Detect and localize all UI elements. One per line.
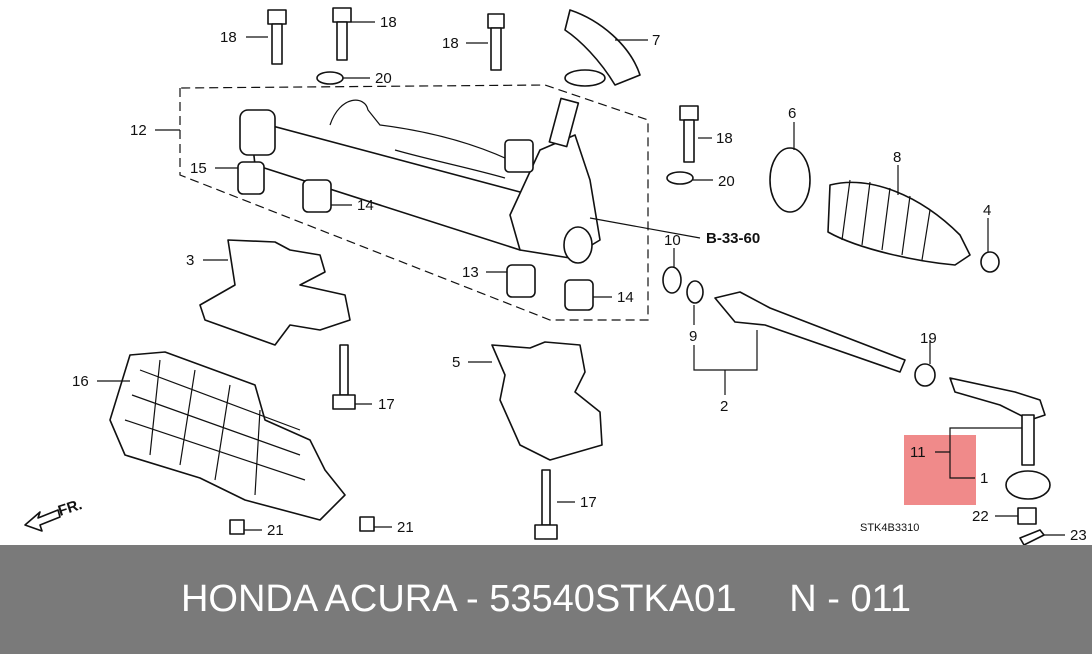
drawing-code: STK4B3310 bbox=[860, 522, 919, 534]
bushing-14-b bbox=[564, 279, 594, 311]
footer-caption: HONDA ACURA - 53540STKA01 N - 011 bbox=[0, 545, 1092, 654]
callout-18-c: 18 bbox=[442, 35, 459, 52]
callout-3: 3 bbox=[186, 252, 194, 269]
diagram-position: N - 011 bbox=[789, 578, 912, 620]
washer-20-a bbox=[316, 71, 344, 85]
bolt-17-a bbox=[332, 344, 356, 410]
brand-name: HONDA ACURA bbox=[180, 578, 456, 620]
callout-21-a: 21 bbox=[267, 522, 284, 539]
front-arrow-icon bbox=[24, 509, 61, 532]
assembly-outline bbox=[179, 84, 649, 321]
bolt-18-c bbox=[487, 13, 505, 71]
bolt-17-b bbox=[534, 469, 558, 540]
callout-18-a: 18 bbox=[220, 29, 237, 46]
callout-13: 13 bbox=[462, 264, 479, 281]
callout-18-d: 18 bbox=[716, 130, 733, 147]
callout-10: 10 bbox=[664, 232, 681, 249]
lockwasher-9 bbox=[686, 280, 704, 304]
boot-7-ring bbox=[564, 69, 606, 87]
bolt-18-a bbox=[267, 9, 287, 65]
callout-6: 6 bbox=[788, 105, 796, 122]
boot-8 bbox=[827, 181, 971, 266]
callout-5: 5 bbox=[452, 354, 460, 371]
bracket-3 bbox=[199, 239, 351, 346]
bolt-21-b bbox=[359, 516, 375, 532]
callout-21-b: 21 bbox=[397, 519, 414, 536]
diagram-canvas: 18 18 18 18 20 20 7 12 15 14 13 14 3 5 1… bbox=[24, 7, 1087, 545]
callout-22: 22 bbox=[972, 508, 989, 525]
clamp-6 bbox=[769, 147, 811, 213]
callout-11: 11 bbox=[910, 444, 926, 461]
callout-20-b: 20 bbox=[718, 173, 735, 190]
bolt-18-d bbox=[679, 105, 699, 163]
bolt-21-a bbox=[229, 519, 245, 535]
heat-shield-16 bbox=[109, 351, 346, 521]
callout-14-a: 14 bbox=[357, 197, 374, 214]
heat-shield-grid bbox=[124, 359, 306, 496]
highlight-box bbox=[904, 435, 976, 505]
callout-12: 12 bbox=[130, 122, 147, 139]
footer-bar: HONDA ACURA - 53540STKA01 N - 011 bbox=[0, 545, 1092, 654]
callout-23: 23 bbox=[1070, 527, 1087, 544]
callout-19: 19 bbox=[920, 330, 937, 347]
dust-seal bbox=[1005, 470, 1051, 500]
clip-4 bbox=[980, 251, 1000, 273]
callout-17-a: 17 bbox=[378, 396, 395, 413]
parts-diagram: 18 18 18 18 20 20 7 12 15 14 13 14 3 5 1… bbox=[24, 7, 1087, 545]
callout-16: 16 bbox=[72, 373, 89, 390]
front-label: FR. bbox=[56, 496, 84, 520]
bushing-14-a bbox=[302, 179, 332, 213]
callout-17-b: 17 bbox=[580, 494, 597, 511]
tie-rod-end-1 bbox=[949, 377, 1046, 421]
callout-14-b: 14 bbox=[617, 289, 634, 306]
boot-7 bbox=[564, 9, 641, 86]
callout-9: 9 bbox=[689, 328, 697, 345]
callout-20-a: 20 bbox=[375, 70, 392, 87]
ring-10 bbox=[662, 266, 682, 294]
callout-15: 15 bbox=[190, 160, 207, 177]
callout-1: 1 bbox=[980, 470, 988, 487]
boot-8-ribs bbox=[841, 179, 931, 261]
nut-22 bbox=[1017, 507, 1037, 525]
bolt-18-b bbox=[332, 7, 352, 61]
reference-label: B-33-60 bbox=[706, 230, 760, 247]
cotter-pin-23 bbox=[1019, 529, 1045, 545]
caption-separator: - bbox=[455, 578, 490, 620]
callout-4: 4 bbox=[983, 202, 991, 219]
bracket-5 bbox=[491, 341, 603, 461]
leader-lines bbox=[97, 21, 1065, 536]
part-number: 53540STKA01 bbox=[489, 578, 737, 620]
steering-rack bbox=[239, 97, 601, 264]
tie-rod-end-stud bbox=[1021, 414, 1035, 466]
callout-8: 8 bbox=[893, 149, 901, 166]
callout-2: 2 bbox=[720, 398, 728, 415]
tie-rod-2 bbox=[714, 291, 906, 373]
bushing-13 bbox=[506, 264, 536, 298]
callout-18-b: 18 bbox=[380, 14, 397, 31]
bushing-15 bbox=[237, 161, 265, 195]
nut-19 bbox=[914, 363, 936, 387]
washer-20-b bbox=[666, 171, 694, 185]
callout-7: 7 bbox=[652, 32, 660, 49]
